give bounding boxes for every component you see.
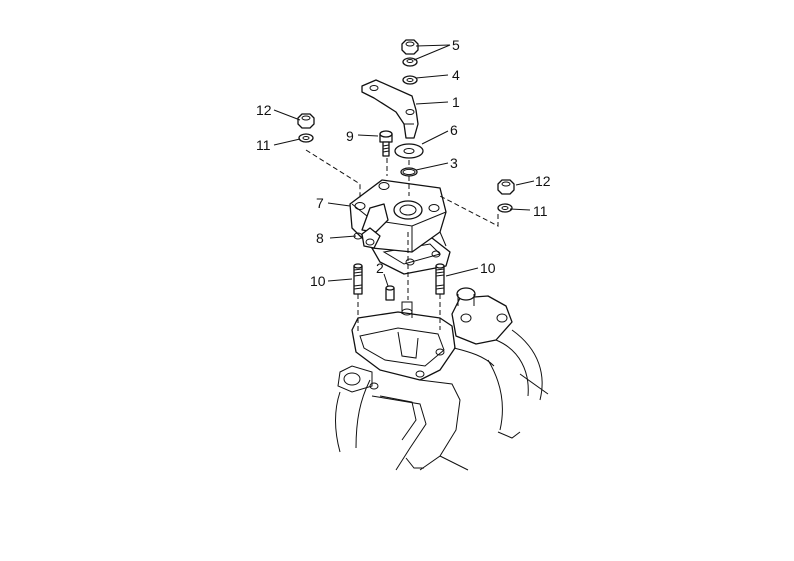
callout-4: 4 — [452, 67, 460, 83]
washer-6 — [394, 143, 424, 159]
leader-lines — [273, 44, 535, 287]
nut-12-right — [497, 179, 515, 195]
washer-4 — [402, 75, 418, 85]
pump-housing — [349, 179, 447, 253]
o-ring-3 — [400, 167, 418, 177]
washer-5 — [402, 57, 418, 67]
callout-10-right: 10 — [480, 260, 496, 276]
washer-11-right — [497, 203, 513, 213]
callout-11-left: 11 — [256, 137, 271, 153]
callout-8: 8 — [316, 230, 324, 246]
callout-5: 5 — [452, 37, 460, 53]
callout-6: 6 — [450, 122, 458, 138]
callout-2: 2 — [376, 260, 384, 276]
bolt-9 — [379, 130, 393, 157]
callout-9: 9 — [346, 128, 354, 144]
nut-12-left — [297, 113, 315, 129]
callout-7: 7 — [316, 195, 324, 211]
callouts: 5 4 1 12 11 9 6 3 12 11 7 8 2 10 10 — [256, 37, 551, 289]
washer-11-left — [298, 133, 314, 143]
engine-block — [335, 287, 549, 471]
callout-3: 3 — [450, 155, 458, 171]
nut-5 — [401, 39, 419, 55]
stud-10-right — [435, 263, 445, 295]
callout-11-right: 11 — [533, 203, 548, 219]
bracket-1 — [361, 79, 419, 139]
callout-12-left: 12 — [256, 102, 272, 118]
callout-1: 1 — [452, 94, 460, 110]
callout-10-left: 10 — [310, 273, 326, 289]
callout-12-right: 12 — [535, 173, 551, 189]
stud-10-left — [353, 263, 363, 295]
pin-2 — [385, 285, 395, 301]
